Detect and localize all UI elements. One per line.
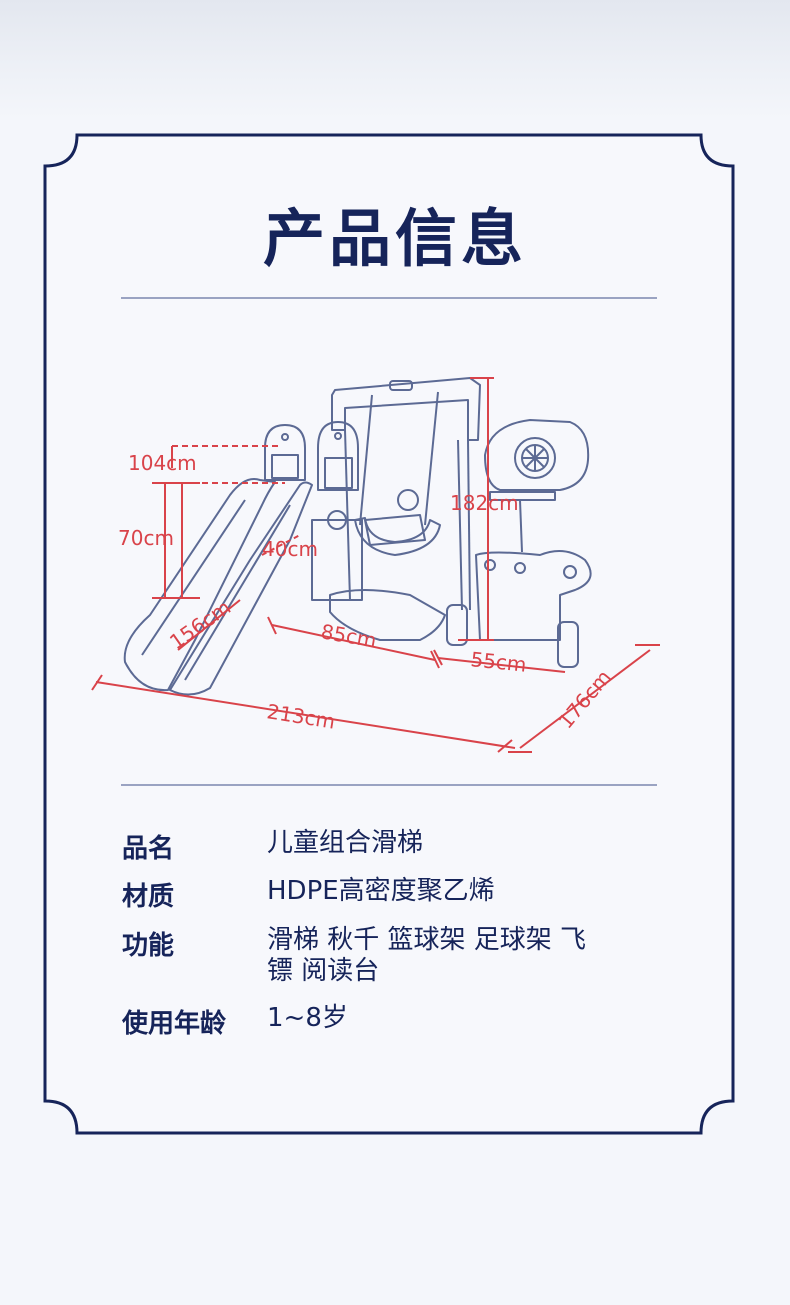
page-title: 产品信息 — [262, 202, 527, 275]
dim-70-label: 70cm — [118, 526, 174, 550]
top-divider — [121, 297, 657, 299]
info-label-function: 功能 — [122, 931, 175, 961]
dim-55-label: 55cm — [469, 647, 527, 677]
dim-213-label: 213cm — [265, 699, 337, 733]
info-value-material: HDPE高密度聚乙烯 — [267, 876, 495, 906]
bottom-divider — [121, 784, 657, 786]
dim-176-label: 176cm — [553, 665, 616, 733]
dim-104-label: 104cm — [128, 451, 197, 475]
top-background — [0, 0, 790, 120]
info-value-name: 儿童组合滑梯 — [267, 828, 424, 858]
product-dimension-diagram: 104cm 70cm 40cm 182cm 156cm 85cm 55cm 21… — [91, 377, 660, 753]
info-value-age: 1~8岁 — [267, 1003, 348, 1033]
info-value-function: 滑梯 秋千 篮球架 足球架 飞镖 阅读台 — [267, 925, 587, 986]
info-label-material: 材质 — [122, 882, 175, 912]
dim-40-label: 40cm — [262, 537, 318, 561]
dimension-labels: 104cm 70cm 40cm 182cm 156cm 85cm 55cm 21… — [118, 451, 616, 734]
info-label-name: 品名 — [122, 834, 175, 864]
dimension-lines — [91, 377, 660, 753]
dim-182-label: 182cm — [450, 491, 519, 515]
slide-illustration — [123, 377, 592, 696]
dim-85-label: 85cm — [319, 619, 378, 652]
info-label-age: 使用年龄 — [122, 1009, 227, 1039]
